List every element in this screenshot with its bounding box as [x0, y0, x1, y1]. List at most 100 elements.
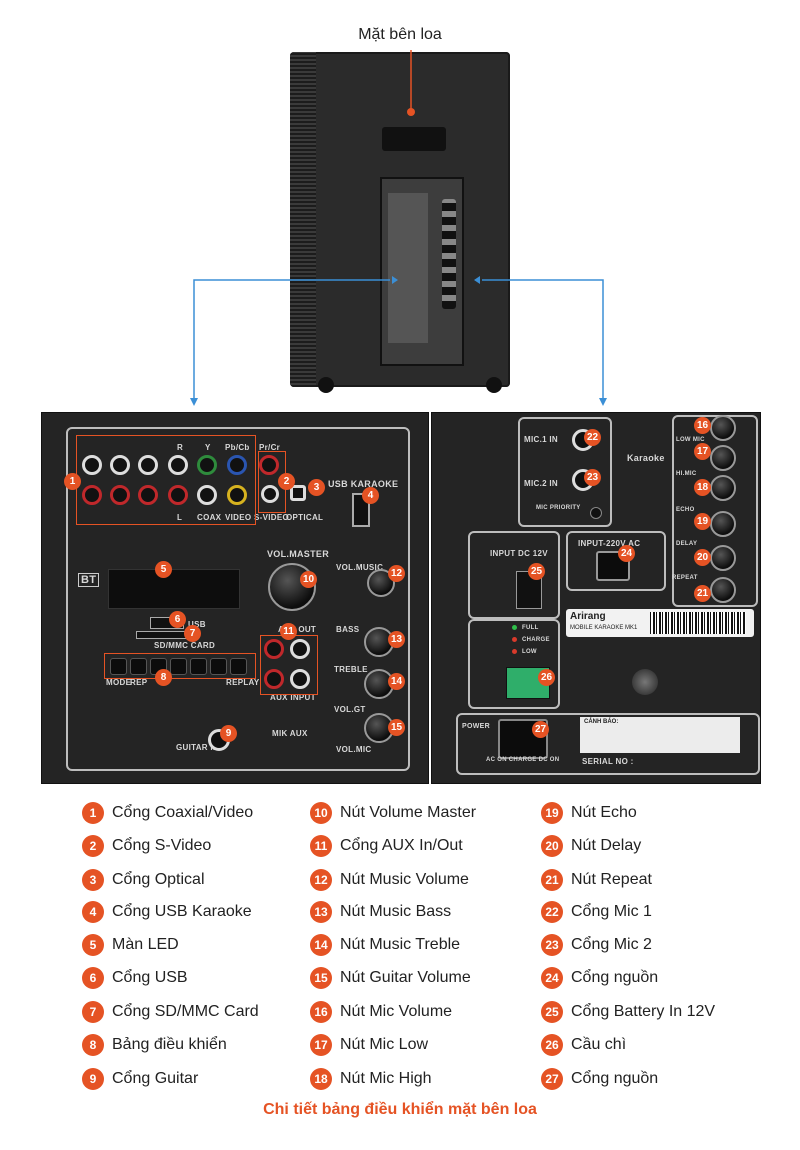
legend-label: Cổng Optical	[112, 871, 205, 888]
mic-high-knob[interactable]	[710, 475, 736, 501]
aux-in-jack-r[interactable]	[264, 669, 284, 689]
speaker-wheel-left	[318, 377, 334, 393]
video-jack[interactable]	[227, 485, 247, 505]
rca-jack-y[interactable]	[197, 455, 217, 475]
badge-2: 2	[278, 473, 295, 490]
badge-3: 3	[308, 479, 325, 496]
legend-item: 11 Cổng AUX In/Out	[310, 835, 463, 857]
mic-low-knob[interactable]	[710, 445, 736, 471]
legend-label: Cổng USB	[112, 969, 188, 986]
mode-button[interactable]	[110, 658, 127, 675]
arrow-left-end	[190, 398, 198, 406]
silk-delay: DELAY	[676, 541, 698, 547]
sd-card-slot[interactable]	[136, 631, 188, 639]
silk-guitar-in: GUITAR IN	[176, 743, 219, 752]
repeat-knob[interactable]	[710, 577, 736, 603]
rca-jack[interactable]	[138, 485, 158, 505]
echo-knob[interactable]	[710, 511, 736, 537]
low-led	[512, 649, 517, 654]
rca-jack[interactable]	[168, 485, 188, 505]
ac-input-frame	[566, 531, 666, 591]
silk-prcr: Pr/Cr	[259, 443, 281, 452]
legend-number-badge: 20	[541, 835, 563, 857]
badge-10: 10	[300, 571, 317, 588]
badge-8: 8	[155, 669, 172, 686]
rca-jack[interactable]	[138, 455, 158, 475]
legend-label: Màn LED	[112, 936, 179, 953]
brand-name: Arirang	[570, 611, 606, 622]
rca-jack[interactable]	[110, 485, 130, 505]
badge-19: 19	[694, 513, 711, 530]
rca-jack[interactable]	[82, 485, 102, 505]
rca-jack-pb[interactable]	[227, 455, 247, 475]
brand-model: MOBILE KARAOKE MK1	[570, 625, 638, 631]
badge-4: 4	[362, 487, 379, 504]
rca-jack[interactable]	[168, 455, 188, 475]
silk-full: FULL	[522, 625, 539, 631]
silk-mik-aux: MIK AUX	[272, 729, 308, 738]
replay-button[interactable]	[230, 658, 247, 675]
silk-treble: TREBLE	[334, 665, 368, 674]
arrow-right-end	[599, 398, 607, 406]
badge-27: 27	[532, 721, 549, 738]
connector-line-left	[193, 279, 390, 404]
legend-label: Nút Volume Master	[340, 804, 477, 821]
silk-karaoke: Karaoke	[627, 453, 665, 463]
legend-label: Cổng Battery In 12V	[571, 1003, 716, 1020]
silk-vol-music: VOL.MUSIC	[336, 563, 384, 572]
silk-optical: OPTICAL	[286, 513, 324, 522]
aux-out-jack-r[interactable]	[264, 639, 284, 659]
legend-label: Cổng nguồn	[571, 1070, 659, 1087]
silk-pbcb: Pb/Cb	[225, 443, 250, 452]
rep-button[interactable]	[130, 658, 147, 675]
button[interactable]	[210, 658, 227, 675]
aux-in-jack-l[interactable]	[290, 669, 310, 689]
next-button[interactable]	[190, 658, 207, 675]
silk-vol-mic: VOL.MIC	[336, 745, 372, 754]
legend-label: Cầu chì	[571, 1036, 627, 1053]
aux-out-jack-l[interactable]	[290, 639, 310, 659]
legend-number-badge: 3	[82, 869, 104, 891]
rca-jack-pr[interactable]	[259, 455, 279, 475]
silk-rep: REP	[130, 678, 148, 687]
silk-charge: CHARGE	[522, 637, 550, 643]
badge-6: 6	[169, 611, 186, 628]
legend-number-badge: 7	[82, 1001, 104, 1023]
legend-number-badge: 12	[310, 869, 332, 891]
silk-echo: ECHO	[676, 507, 695, 513]
coax-jack[interactable]	[197, 485, 217, 505]
legend-label: Cổng Mic 1	[571, 903, 652, 920]
legend-label: Cổng AUX In/Out	[340, 837, 463, 854]
mic-volume-knob[interactable]	[710, 415, 736, 441]
silk-aux-input: AUX INPUT	[270, 693, 316, 702]
legend-number-badge: 23	[541, 934, 563, 956]
svideo-jack[interactable]	[261, 485, 279, 503]
silk-mic2: MIC.2 IN	[524, 479, 558, 488]
mic-knob-frame	[672, 415, 758, 607]
legend-number-badge: 1	[82, 802, 104, 824]
pointer-dot	[407, 108, 415, 116]
delay-knob[interactable]	[710, 545, 736, 571]
prev-button[interactable]	[170, 658, 187, 675]
rca-jack[interactable]	[82, 455, 102, 475]
badge-11: 11	[280, 623, 297, 640]
legend-label: Cổng nguồn	[571, 969, 659, 986]
legend-label: Nút Guitar Volume	[340, 969, 471, 986]
badge-23: 23	[584, 469, 601, 486]
legend-number-badge: 11	[310, 835, 332, 857]
mic-priority-switch[interactable]	[590, 507, 602, 519]
rca-jack[interactable]	[110, 455, 130, 475]
optical-jack[interactable]	[290, 485, 306, 501]
silk-ac-on: AC ON CHARGE DC ON	[486, 757, 560, 763]
legend-number-badge: 16	[310, 1001, 332, 1023]
